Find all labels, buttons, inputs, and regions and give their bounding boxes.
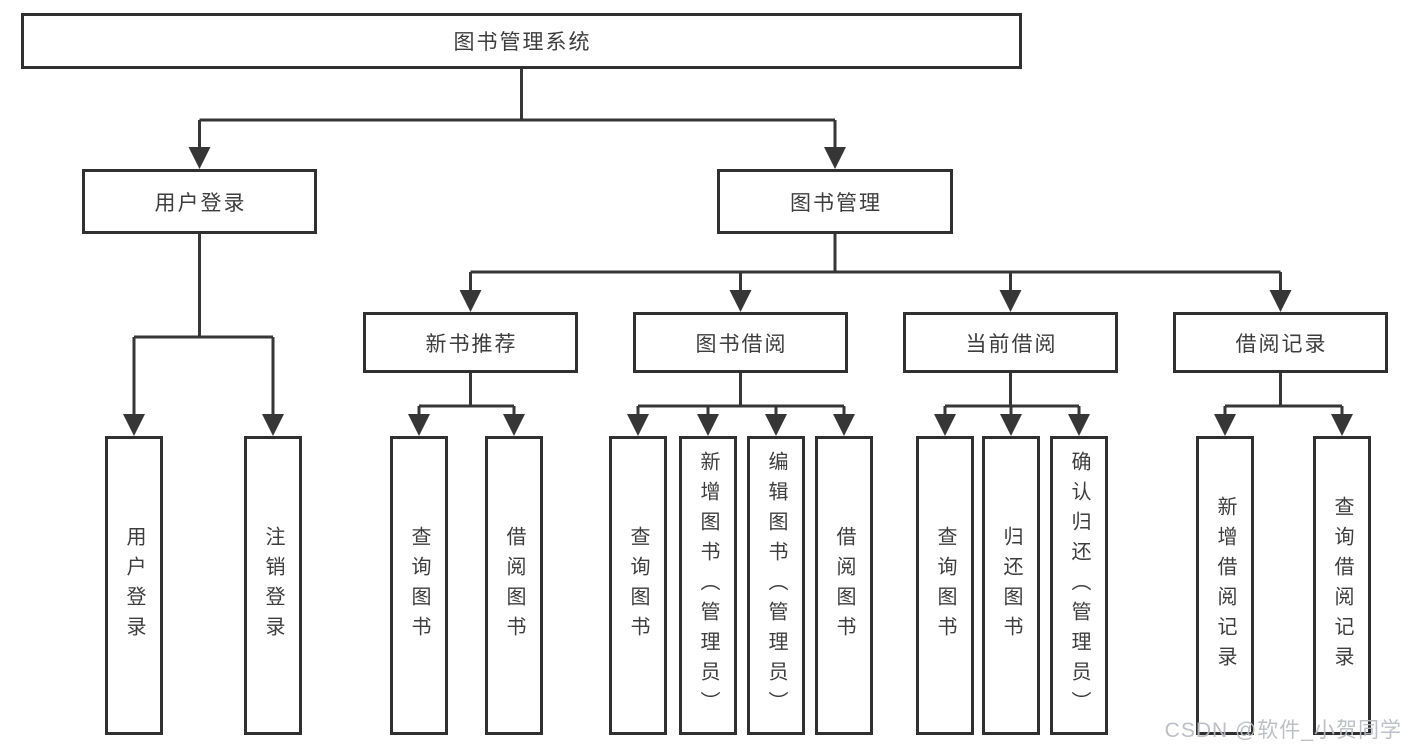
arrowhead-leaf-query-books-3: [934, 414, 956, 436]
leaf-query-books-2: 查询图书: [609, 436, 667, 735]
arrowhead-leaf-user-login: [123, 414, 145, 436]
arrowhead-user-login: [188, 147, 211, 169]
arrowhead-book-management: [824, 147, 846, 169]
node-user-login: 用户登录: [82, 169, 317, 234]
arrowhead-new-book-recommend: [459, 290, 482, 312]
connector-user-login-children: [132, 234, 275, 416]
arrowhead-current-borrowing: [999, 290, 1022, 312]
csdn-watermark: CSDN @软件_小贺同学: [1164, 719, 1402, 742]
leaf-user-login: 用户登录: [105, 436, 163, 735]
connector-book-borrowing-children: [636, 373, 846, 416]
connector-new-book-recommend-children: [417, 373, 516, 416]
arrowhead-leaf-borrow-books-2: [833, 414, 855, 436]
connector-current-borrowing-children: [943, 373, 1081, 416]
arrowhead-leaf-return-book: [1000, 414, 1022, 436]
leaf-confirm-return-admin: 确认归还（管理员）: [1050, 436, 1108, 735]
arrowhead-book-borrowing: [729, 290, 752, 312]
arrowhead-leaf-edit-book: [765, 414, 787, 436]
arrowhead-leaf-query-record: [1331, 414, 1353, 436]
leaf-query-books-1: 查询图书: [390, 436, 448, 735]
arrowhead-leaf-add-book: [697, 414, 719, 436]
node-current-borrowing: 当前借阅: [903, 312, 1118, 373]
arrowhead-leaf-add-record: [1214, 414, 1236, 436]
arrowhead-leaf-query-books-1: [408, 414, 430, 436]
leaf-query-books-3: 查询图书: [916, 436, 974, 735]
connector-book-management-children: [469, 234, 1282, 292]
node-new-book-recommend: 新书推荐: [363, 312, 578, 373]
leaf-logout: 注销登录: [244, 436, 302, 735]
arrowhead-leaf-logout: [262, 414, 284, 436]
leaf-return-book: 归还图书: [982, 436, 1040, 735]
arrowhead-leaf-borrow-books-1: [503, 414, 525, 436]
node-book-management: 图书管理: [717, 169, 953, 234]
leaf-add-borrow-record: 新增借阅记录: [1196, 436, 1254, 735]
leaf-add-book-admin: 新增图书（管理员）: [679, 436, 737, 735]
leaf-edit-book-admin: 编辑图书（管理员）: [747, 436, 805, 735]
leaf-borrow-books-1: 借阅图书: [485, 436, 543, 735]
leaf-query-borrow-record: 查询借阅记录: [1313, 436, 1371, 735]
arrowhead-leaf-query-books-2: [627, 414, 649, 436]
arrowhead-leaf-confirm-return: [1068, 414, 1090, 436]
leaf-borrow-books-2: 借阅图书: [815, 436, 873, 735]
node-book-management-system: 图书管理系统: [21, 13, 1022, 69]
arrowhead-borrowing-records: [1269, 290, 1292, 312]
connector-borrowing-records-children: [1223, 373, 1344, 416]
node-book-borrowing: 图书借阅: [633, 312, 848, 373]
connector-root: [198, 69, 837, 150]
node-borrowing-records: 借阅记录: [1173, 312, 1388, 373]
